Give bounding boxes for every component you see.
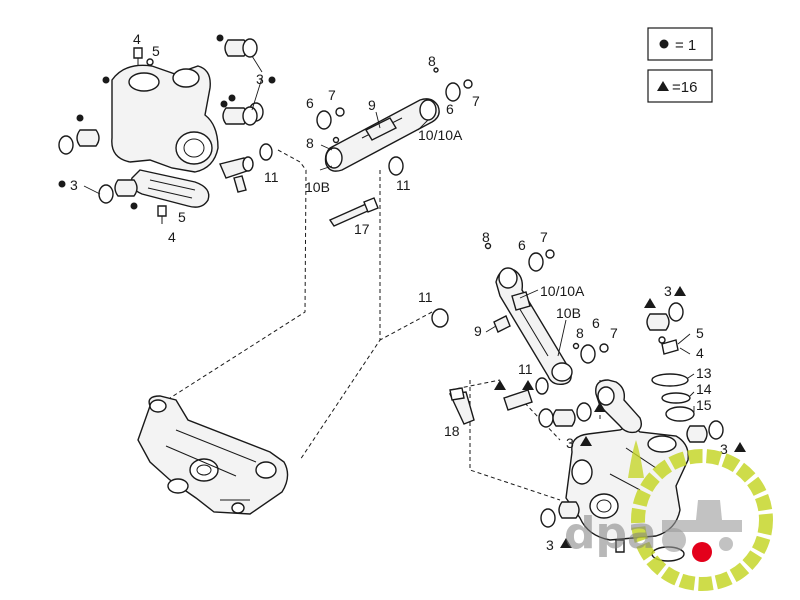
red-dot-icon [692,542,712,562]
top-left-assembly: 4 5 3 3 5 4 11 [58,31,279,245]
callout-17: 17 [354,221,370,237]
washer-11-upper [431,308,449,328]
housing-boss [172,68,200,88]
callout-5-right: 5 [696,325,704,341]
washer-6-lower [580,344,596,364]
lower-grease-fitting [511,291,531,311]
bushing-3-bottom [558,501,580,519]
callout-13: 13 [696,365,712,381]
callout-4-right: 4 [696,345,704,361]
clip-7-right [463,79,473,89]
bottom-bolt [157,205,167,217]
callout-4-bottom: 4 [168,229,176,245]
bushing-group-right [222,38,264,126]
housing-top-bore [128,72,160,92]
seal-15 [665,406,695,422]
bushing-3-top [646,313,670,331]
callout-15: 15 [696,397,712,413]
callout-7-right-top: 7 [540,229,548,245]
pin-11-left [219,143,273,193]
callout-3-mid: 3 [566,435,574,451]
callout-9-top: 9 [368,97,376,113]
legend: = 1 =16 [647,27,713,103]
watermark-text: dpa [564,508,657,559]
callout-3-left: 3 [70,177,78,193]
washer-11-center [388,156,404,176]
callout-10-10a-right: 10/10A [540,283,585,299]
lower-arm [130,169,210,208]
callout-11-left: 11 [264,169,279,185]
bushing-group-left [58,129,138,204]
callout-6-left: 6 [306,95,314,111]
dot-symbol-icon [659,39,669,49]
callout-6-right: 6 [446,101,454,117]
triangle-symbol-icon [657,81,669,91]
callout-3-right-low: 3 [720,441,728,457]
callout-7-left: 7 [328,87,336,103]
top-cylinder-assembly: 8 6 7 9 8 10B 11 17 6 7 10/10A [305,53,480,237]
callout-5-top: 5 [152,43,160,59]
callout-8-top: 8 [428,53,436,69]
lower-right-knuckle: 3 5 4 13 14 15 11 18 3 3 3 [444,283,746,562]
housing-side-bore [175,131,213,165]
right-cylinder-assembly: 8 6 7 10/10A 11 9 10B 8 6 7 [418,229,618,386]
callout-4-top: 4 [133,31,141,47]
callout-11-right-top: 11 [418,289,433,305]
clip-7-upper [545,249,555,259]
tractor-icon [662,520,742,532]
callout-7-right: 7 [472,93,480,109]
callout-5-bottom: 5 [178,209,186,225]
callout-3-top-right: 3 [664,283,672,299]
washer-6-left [316,110,332,130]
legend-dot-label: = 1 [675,37,696,54]
callout-18: 18 [444,423,460,439]
axle-housing [137,395,289,515]
callout-10b-top: 10B [305,179,330,195]
callout-9-right: 9 [474,323,482,339]
callout-11-center: 11 [396,177,411,193]
clip-7-left [335,107,345,117]
callout-10-10a-top: 10/10A [418,127,463,143]
grease-nipple-9 [493,315,511,333]
callout-8-right-top: 8 [482,229,490,245]
callout-6-right-low: 6 [592,315,600,331]
pin-11-lower [503,389,533,411]
callout-8-right-low: 8 [576,325,584,341]
shim-14 [661,392,691,404]
gear-ring-icon [631,449,773,591]
upper-grease-fitting [365,117,397,141]
washer-6-right [445,82,461,102]
shim-13 [651,373,689,387]
callout-6-right-top: 6 [518,237,526,253]
axle-housing-body [137,395,289,515]
top-bolt [133,47,143,59]
dpa-watermark-logo: dpa [564,440,773,591]
bolt-bottom [615,539,625,553]
callout-10b-right: 10B [556,305,581,321]
washer-6-upper [528,252,544,272]
callout-14: 14 [696,381,712,397]
legend-triangle-box [647,69,713,103]
callout-3-bottom: 3 [546,537,554,553]
wheat-icon [628,440,644,478]
bushing-3-right [686,425,708,443]
bolt-4 [661,339,679,355]
callout-8-left: 8 [306,135,314,151]
bushing-3-mid [552,409,576,427]
callout-11-right-low: 11 [518,361,533,377]
clip-7-lower [599,343,609,353]
legend-dot-box [647,27,713,61]
legend-triangle-label: =16 [672,79,697,96]
top-washer [146,58,154,66]
callout-3-right: 3 [256,71,264,87]
callout-7-right-low: 7 [610,325,618,341]
